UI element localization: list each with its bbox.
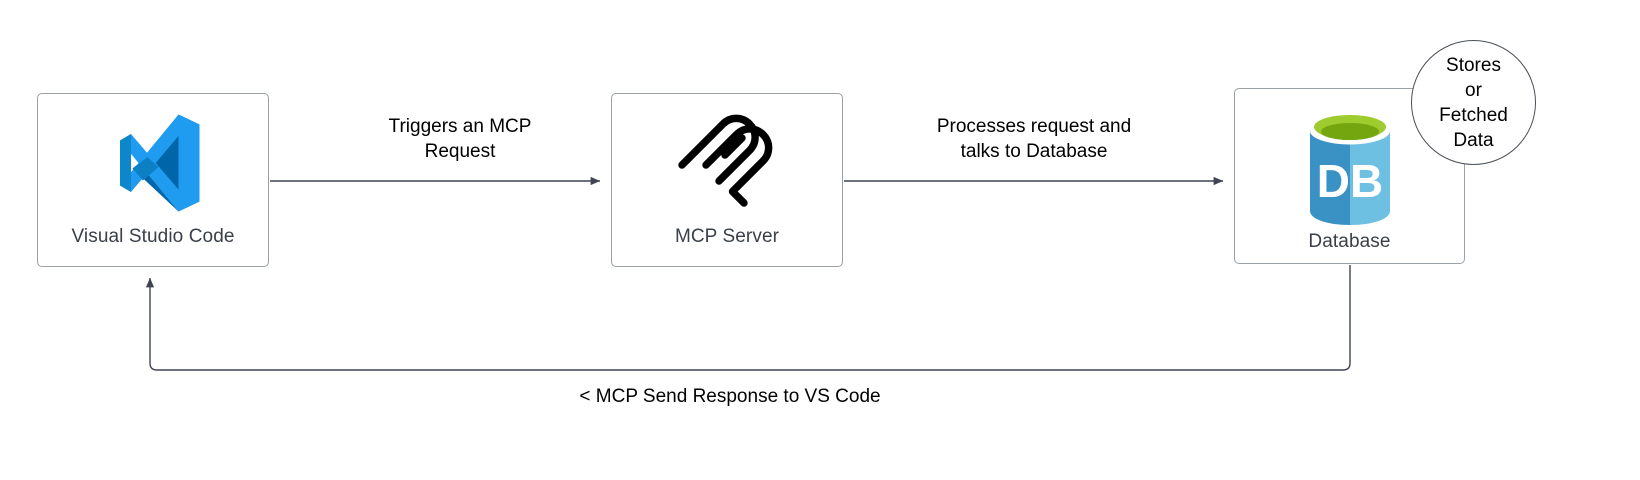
node-mcp-server[interactable]: MCP Server (611, 93, 843, 267)
edge-label-line-1: < MCP Send Response to VS Code (579, 386, 881, 407)
vscode-logo-wrapper (38, 112, 268, 214)
edge-label-line-1: Triggers an MCP (388, 116, 532, 137)
edge-label-line-2: Request (424, 141, 496, 162)
mcp-logo-wrapper (612, 108, 842, 214)
annotation-line-4: Data (1453, 129, 1494, 151)
node-label-vscode: Visual Studio Code (71, 226, 235, 247)
edge-label-line-2: talks to Database (960, 141, 1108, 162)
annotation-line-2: or (1465, 79, 1482, 101)
edge-label-line-1: Processes request and (936, 116, 1132, 137)
database-badge-text: DB (1316, 155, 1382, 207)
annotation-line-3: Fetched (1439, 104, 1508, 126)
mcp-logo-icon (678, 114, 773, 207)
edge-label-vscode-to-mcp: Triggers an MCP Request (312, 114, 608, 164)
node-label-mcp-server: MCP Server (674, 226, 780, 247)
annotation-stores-or-fetched-data[interactable]: Stores or Fetched Data (1411, 40, 1536, 165)
visual-studio-code-logo-icon (120, 114, 200, 212)
database-icon-wrapper: DB (1235, 114, 1464, 229)
node-label-database: Database (1308, 231, 1391, 252)
edge-label-database-to-vscode: < MCP Send Response to VS Code (420, 384, 1040, 409)
annotation-line-1: Stores (1446, 54, 1501, 76)
edge-database-to-vscode (145, 265, 1351, 371)
node-visual-studio-code[interactable]: Visual Studio Code (37, 93, 269, 267)
edge-label-mcp-to-database: Processes request and talks to Database (886, 114, 1182, 164)
database-cylinder-icon: DB (1309, 115, 1390, 225)
